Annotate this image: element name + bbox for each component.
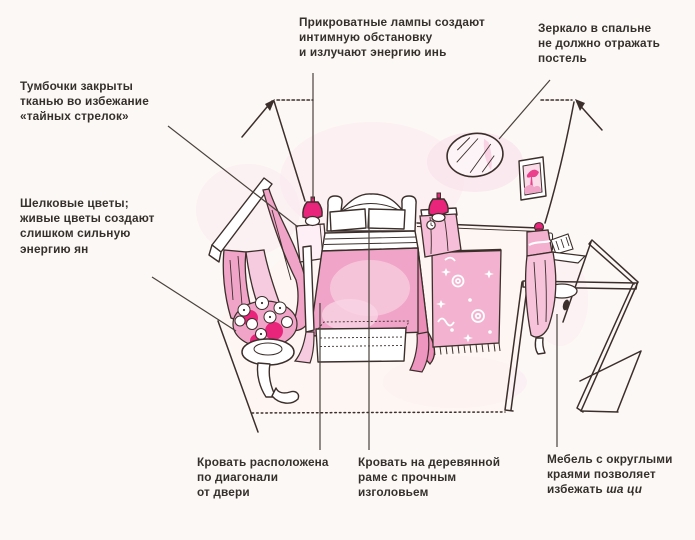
rug-stars bbox=[436, 268, 494, 343]
flower-vase bbox=[232, 296, 300, 404]
picture-frame bbox=[518, 156, 547, 201]
round-mirror bbox=[446, 132, 504, 178]
line-to-mirror bbox=[498, 79, 551, 140]
label-mirror: Зеркало в спальне не должно отражать пос… bbox=[538, 21, 661, 66]
room-corner-left bbox=[241, 99, 314, 202]
open-door bbox=[504, 239, 642, 413]
line-to-nightstand bbox=[167, 125, 299, 228]
patterned-rug bbox=[431, 248, 502, 356]
skirted-vanity bbox=[524, 221, 587, 355]
bed-with-headboard bbox=[293, 193, 436, 373]
room-corner-right bbox=[540, 99, 603, 224]
label-bed-diagonal: Кровать расположена по диагонали от двер… bbox=[197, 455, 329, 500]
line-to-flowers bbox=[151, 276, 237, 332]
foot-bench bbox=[315, 320, 410, 363]
bedside-lamp-right bbox=[426, 192, 449, 230]
annotation-lines bbox=[151, 73, 558, 450]
label-silk-flowers: Шелковые цветы; живые цветы создают слиш… bbox=[20, 196, 155, 256]
label-nightstands: Тумбочки закрыты тканью во избежание «та… bbox=[20, 79, 149, 124]
label-furniture: Мебель с округлыми краями позволяет избе… bbox=[547, 452, 673, 497]
rug-pattern bbox=[437, 256, 485, 327]
label-bedside-lamps: Прикроватные лампы создают интимную обст… bbox=[299, 15, 485, 60]
label-bed-frame: Кровать на деревянной раме с прочным изг… bbox=[358, 455, 501, 500]
door-knob bbox=[562, 299, 570, 311]
